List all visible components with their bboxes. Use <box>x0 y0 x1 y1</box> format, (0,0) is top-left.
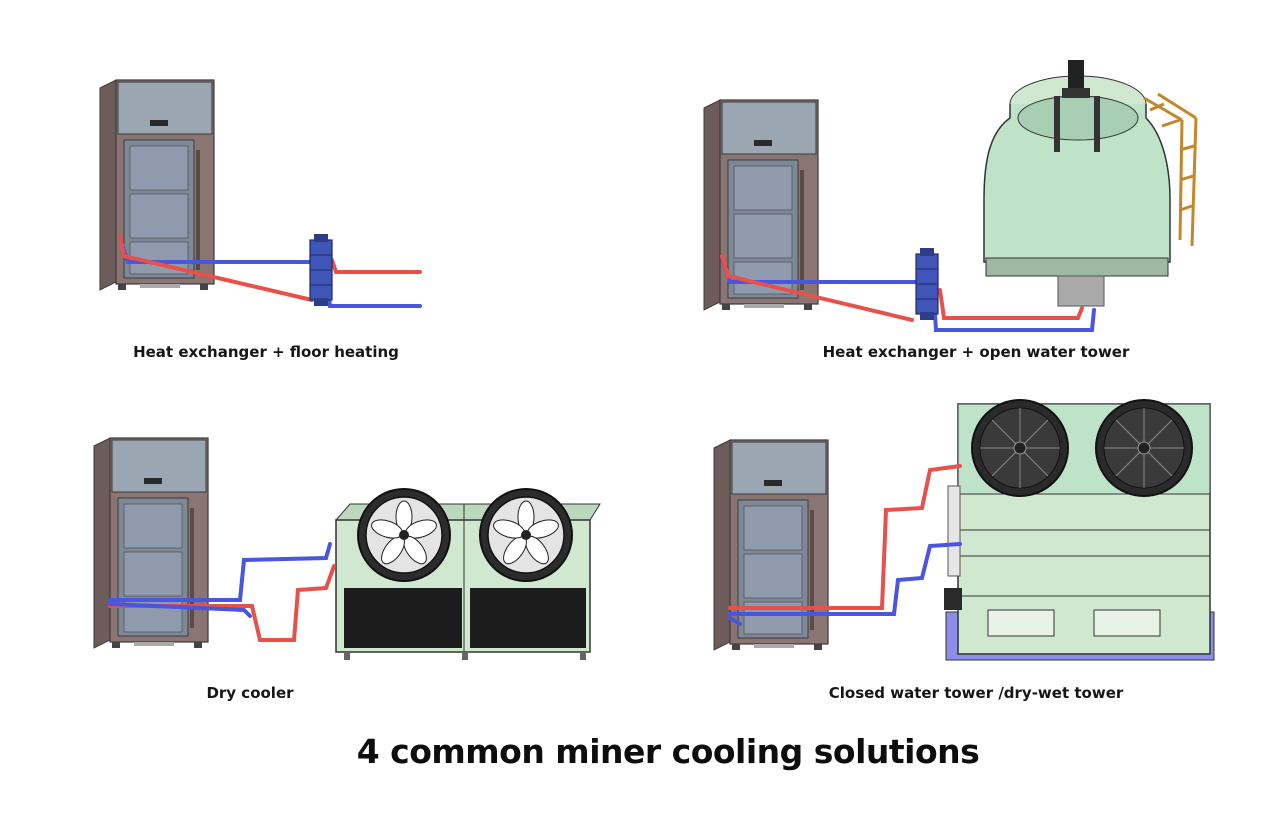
caption-open-tower: Heat exchanger + open water tower <box>822 343 1130 361</box>
miner-cabinet <box>93 437 209 649</box>
dry-cooler-unit <box>334 503 601 660</box>
fan-icon <box>479 488 573 582</box>
page-title: 4 common miner cooling solutions <box>356 732 980 771</box>
panel-closed-tower <box>713 399 1215 661</box>
heat-exchanger <box>309 233 333 307</box>
fan-icon <box>357 488 451 582</box>
pipes <box>720 254 1096 332</box>
miner-cabinet <box>99 79 215 291</box>
fan-icon <box>1095 399 1193 497</box>
caption-closed-tower: Closed water tower /dry-wet tower <box>828 684 1124 702</box>
caption-floor-heating: Heat exchanger + floor heating <box>133 343 399 361</box>
panel-open-tower <box>703 60 1198 332</box>
miner-cabinet <box>703 99 819 311</box>
ladder <box>1143 92 1198 247</box>
panel-floor-heating <box>99 79 422 308</box>
open-water-tower <box>983 60 1198 307</box>
caption-dry-cooler: Dry cooler <box>206 684 294 702</box>
pipes <box>728 464 962 626</box>
heat-exchanger <box>915 247 939 321</box>
pipes <box>108 542 336 642</box>
panel-dry-cooler <box>93 437 601 660</box>
fan-icon <box>971 399 1069 497</box>
